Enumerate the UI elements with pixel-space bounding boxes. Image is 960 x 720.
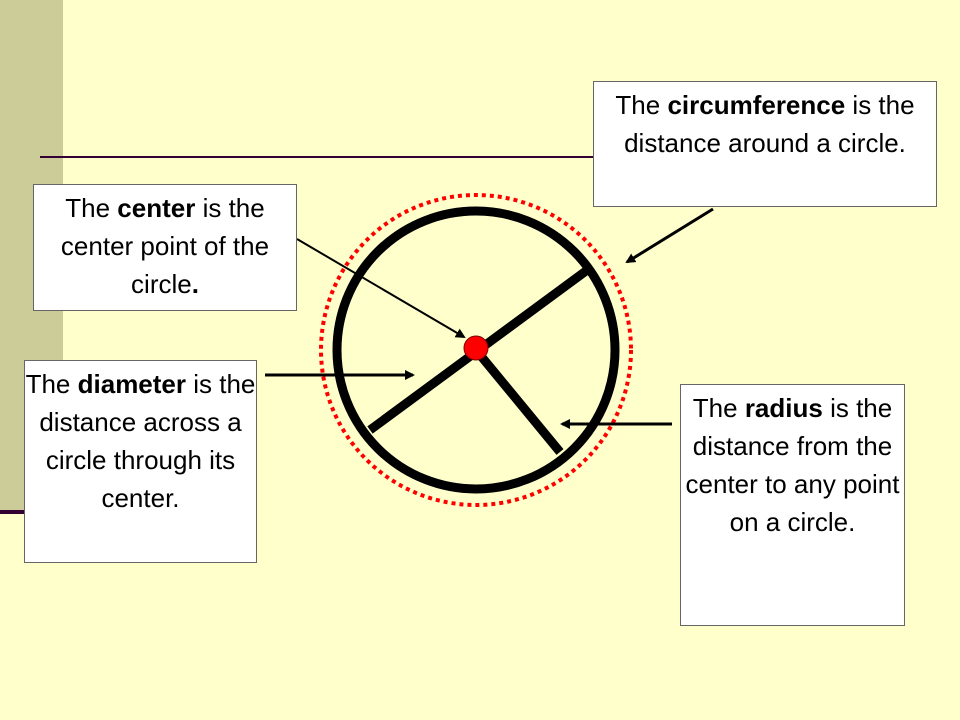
- circumference-callout-post: is the distance around a circle.: [624, 90, 915, 158]
- radius-callout-term: radius: [744, 393, 823, 423]
- radius-line: [472, 347, 564, 455]
- diameter-callout-term: diameter: [77, 369, 187, 399]
- circumference-callout-term: circumference: [667, 90, 846, 120]
- center-callout-post: is the center point of the circle: [60, 193, 270, 299]
- arrow-circumference: [625, 207, 714, 264]
- radius-callout-post: is the distance from the center to any p…: [685, 393, 900, 537]
- radius-callout-pre: The: [692, 393, 745, 423]
- diameter-callout-post: is the distance across a circle through …: [39, 369, 256, 513]
- center-callout-pre: The: [65, 193, 118, 223]
- diameter-callout: The diameter is the distance across a ci…: [24, 360, 257, 563]
- circle-outline: [332, 206, 620, 494]
- circumference-callout-pre: The: [615, 90, 668, 120]
- diameter-callout-pre: The: [25, 369, 78, 399]
- center-callout: The center is the center point of the ci…: [33, 184, 297, 311]
- arrow-center: [296, 238, 466, 339]
- center-callout-end: .: [191, 269, 199, 299]
- circumference-callout: The circumference is the distance around…: [593, 81, 937, 207]
- radius-callout: The radius is the distance from the cent…: [680, 384, 905, 626]
- circumference-dotted-outline: [319, 193, 633, 507]
- center-point: [463, 335, 489, 361]
- center-callout-term: center: [117, 193, 196, 223]
- title-rule: [40, 156, 913, 158]
